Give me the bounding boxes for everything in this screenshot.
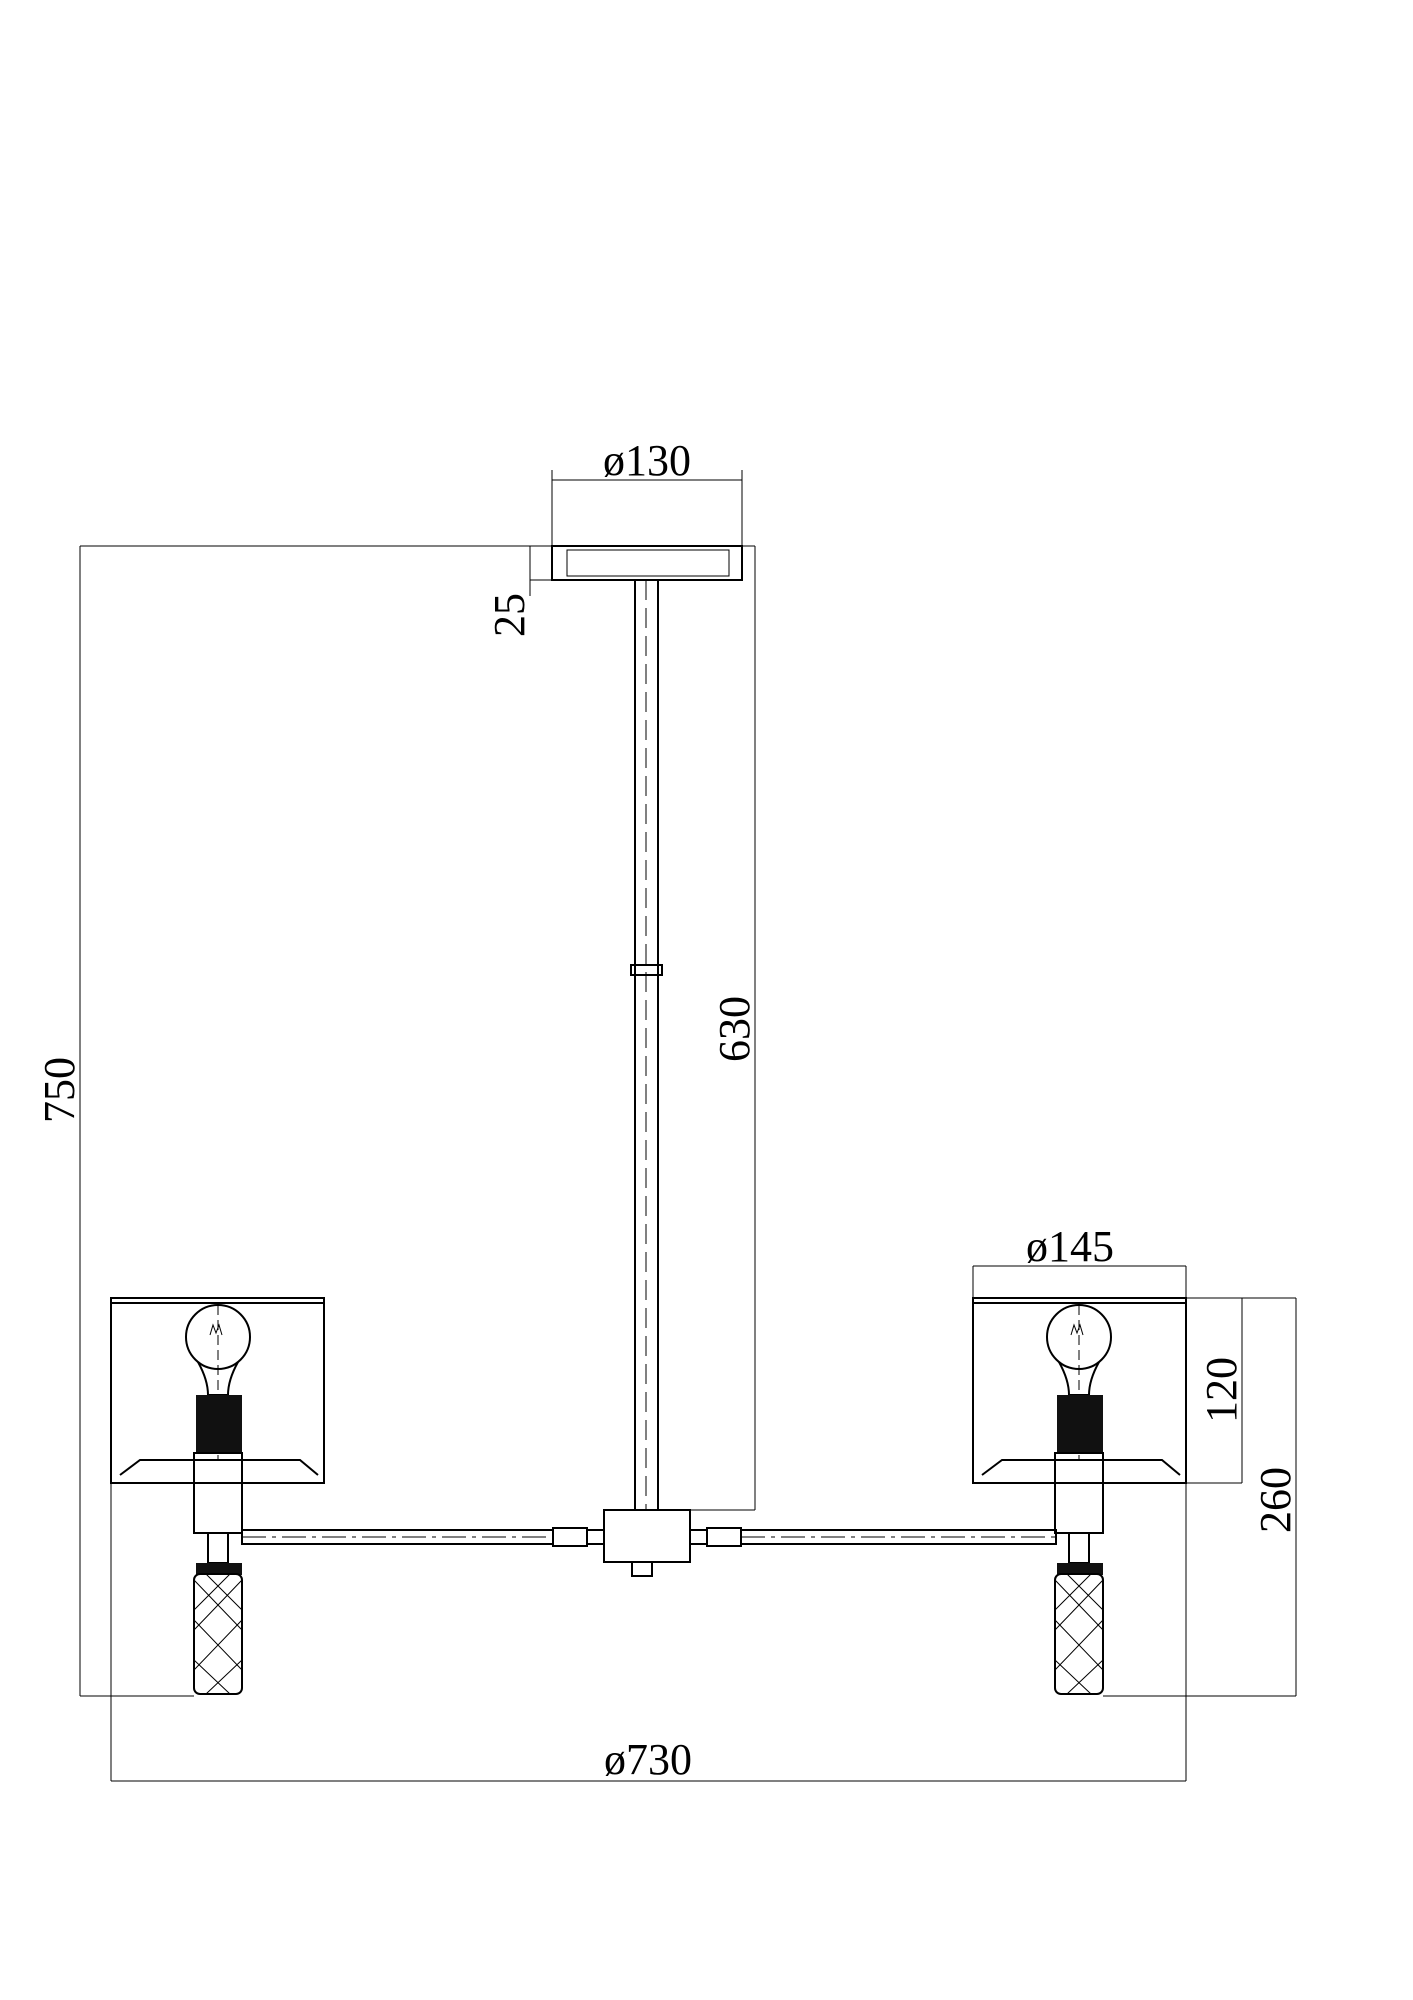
central-hub: [552, 1509, 742, 1577]
dim-shade-height: 120: [1197, 1357, 1246, 1423]
dim-lamp-height: 260: [1251, 1467, 1300, 1533]
ceiling-plate: [551, 545, 743, 581]
dim-rod-length: 630: [710, 996, 759, 1062]
dim-ceiling-plate-diameter: ø130: [603, 436, 691, 485]
dim-shade-diameter: ø145: [1026, 1222, 1114, 1271]
arms: [241, 1529, 1057, 1545]
right-lamp: [972, 1297, 1187, 1695]
dim-ceiling-plate-height: 25: [485, 593, 534, 637]
dim-overall-diameter: ø730: [604, 1735, 692, 1784]
left-lamp: [110, 1297, 325, 1695]
dimension-lines: [79, 470, 1297, 1782]
suspension-rod: [630, 579, 663, 1511]
dim-total-height: 750: [35, 1057, 84, 1123]
